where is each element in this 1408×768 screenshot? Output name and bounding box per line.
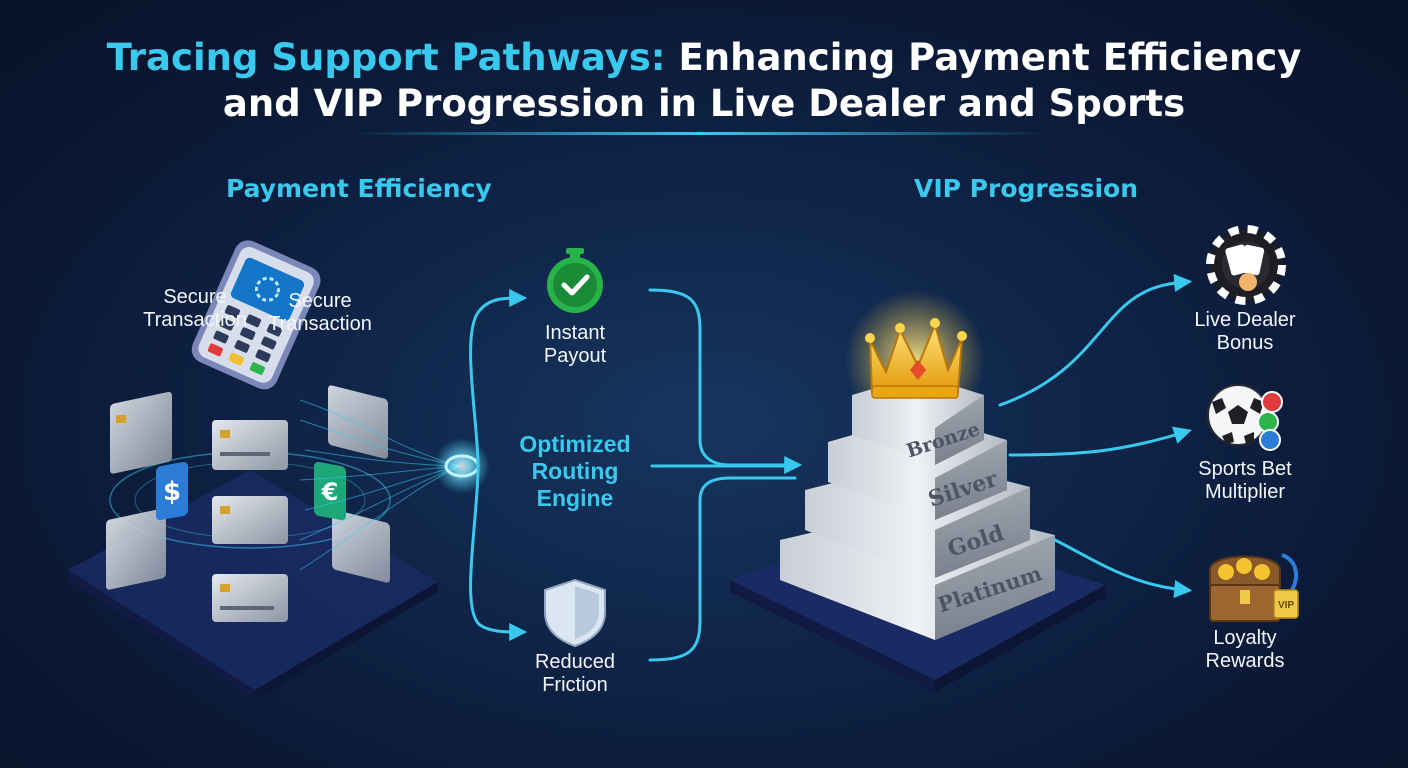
credit-card-icon [212, 574, 288, 622]
credit-card-icon [212, 496, 288, 544]
svg-text:€: € [321, 478, 339, 506]
svg-text:$: $ [163, 477, 181, 507]
vip-progression-heading: VIP Progression [914, 174, 1138, 203]
soccer-ball-icon [1207, 384, 1269, 446]
payment-terminal-icon [191, 240, 321, 390]
crown-icon [865, 318, 967, 399]
sports-bet-multiplier-label: Sports Bet Multiplier [1198, 458, 1292, 503]
page-title-line-2: and VIP Progression in Live Dealer and S… [222, 82, 1186, 125]
credit-card-icon [212, 420, 288, 470]
dollar-icon: $ [156, 461, 188, 521]
title-divider [350, 132, 1050, 135]
secure-transaction-label-left: Secure Transaction [143, 286, 247, 331]
optimized-routing-engine-label: Optimized Routing Engine [519, 431, 631, 511]
loyalty-rewards-label: Loyalty Rewards [1205, 627, 1285, 672]
poker-chip-icon [1206, 225, 1286, 305]
routing-hub-node [434, 438, 490, 494]
vip-output-arrows [998, 273, 1193, 598]
title-rest: Enhancing Payment Efficiency [665, 36, 1302, 79]
treasure-chest-icon [1209, 553, 1299, 622]
payment-efficiency-heading: Payment Efficiency [226, 174, 492, 203]
page-title-line-1: Tracing Support Pathways: Enhancing Paym… [0, 34, 1408, 82]
credit-card-icon [106, 508, 166, 590]
title-accent: Tracing Support Pathways: [106, 36, 666, 79]
routing-connectors [469, 288, 803, 662]
exchange-icon: € [314, 461, 346, 521]
credit-card-icon [110, 391, 172, 474]
wallet-icon [328, 385, 388, 459]
vip-tag-label: VIP [1278, 600, 1294, 611]
instant-payout-label: Instant Payout [543, 322, 607, 367]
vip-tier-steps [780, 375, 1055, 640]
stopwatch-icon [547, 248, 603, 313]
wallet-icon [332, 509, 390, 583]
shield-icon [544, 578, 606, 648]
reduced-friction-label: Reduced Friction [534, 651, 616, 696]
secure-transaction-label-right: Secure Transaction [268, 290, 372, 335]
vip-tag-icon: VIP [1273, 589, 1299, 619]
betting-chip-icon [1257, 391, 1283, 451]
live-dealer-bonus-label: Live Dealer Bonus [1194, 309, 1296, 354]
